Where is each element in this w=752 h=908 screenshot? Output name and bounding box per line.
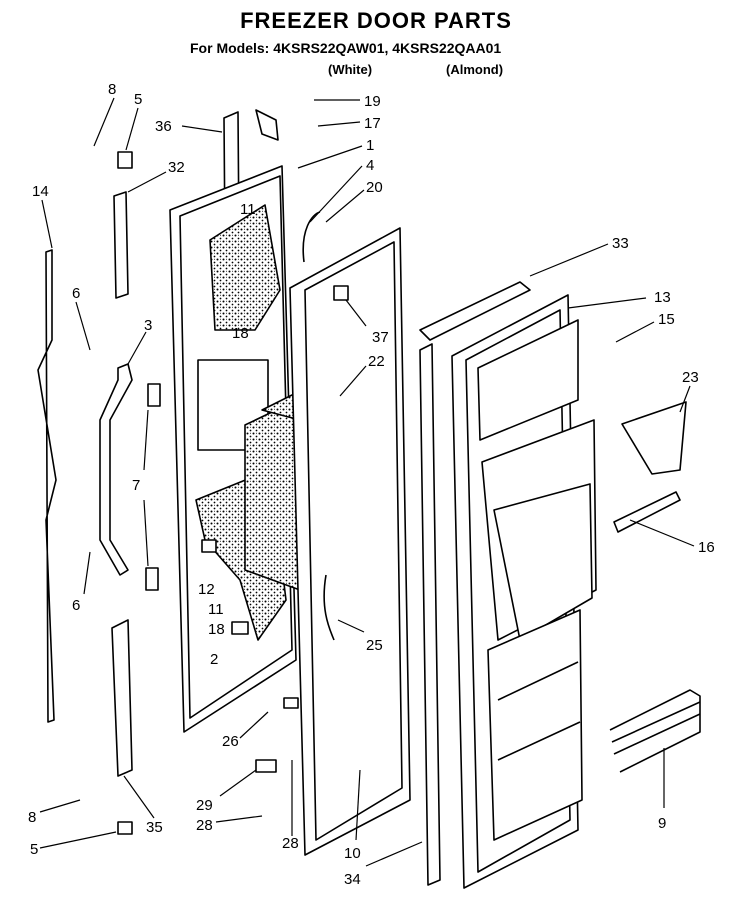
part-13-inner: [465, 309, 571, 873]
upper-shelf: [477, 319, 579, 441]
part-37-clip: [333, 285, 349, 301]
part-34-strip: [419, 343, 441, 886]
callout-37: 37: [372, 329, 389, 346]
callout-13: 13: [654, 289, 671, 306]
callout-18-top: 18: [232, 325, 249, 342]
foam-upper: [209, 204, 281, 331]
callout-20: 20: [366, 179, 383, 196]
part-33-bracket: [419, 281, 531, 341]
diagram-title: FREEZER DOOR PARTS: [240, 8, 512, 33]
part-23-chute: [621, 401, 687, 475]
lower-shelves: [487, 609, 583, 841]
callout-34: 34: [344, 871, 361, 888]
color-almond: (Almond): [446, 62, 504, 77]
callout-11-top: 11: [240, 201, 256, 218]
part-9-wire-rack: [609, 689, 701, 773]
color-white: (White): [328, 62, 373, 77]
callout-9: 9: [658, 815, 666, 832]
callout-1: 1: [366, 137, 374, 154]
dispenser-paddle: [493, 483, 593, 641]
part-16-bar: [613, 491, 681, 533]
models-line: For Models: 4KSRS22QAW01, 4KSRS22QAA01: [190, 40, 502, 56]
leader-lines: [39, 97, 695, 867]
part-32-trim: [113, 191, 129, 299]
callout-labels: 8 5 36 19 17 1 4 20 32 14 11 6 3 18 37 2…: [28, 81, 715, 888]
part-10-gasket: [289, 227, 411, 856]
callout-8-top: 8: [108, 81, 116, 98]
door-cutout: [197, 359, 269, 451]
callout-23: 23: [682, 369, 699, 386]
callout-28-left: 28: [196, 817, 213, 834]
part-12-clip: [201, 539, 217, 553]
callout-36: 36: [155, 118, 172, 135]
part-5-cap-lower: [117, 821, 133, 835]
part-10-gasket-inner: [304, 241, 403, 841]
callout-18-bottom: 18: [208, 621, 225, 638]
callout-8-bottom: 8: [28, 809, 36, 826]
part-35-trim: [111, 619, 133, 777]
callout-12: 12: [198, 581, 215, 598]
part-2-clip: [231, 621, 249, 635]
part-17-harness: [255, 109, 279, 141]
callout-2: 2: [210, 651, 218, 668]
part-14-handle: [37, 249, 57, 723]
callout-28-right: 28: [282, 835, 299, 852]
callout-14: 14: [32, 183, 49, 200]
callout-26: 26: [222, 733, 239, 750]
callout-35: 35: [146, 819, 163, 836]
part-1-inner-edge: [179, 175, 293, 719]
callout-11-bottom: 11: [208, 601, 224, 618]
callout-15: 15: [658, 311, 675, 328]
callout-6-bottom: 6: [72, 597, 80, 614]
part-7-lower: [145, 567, 159, 591]
callout-7: 7: [132, 477, 140, 494]
part-7-upper: [147, 383, 161, 407]
callout-3: 3: [144, 317, 152, 334]
callout-17: 17: [364, 115, 381, 132]
callout-22: 22: [368, 353, 385, 370]
callout-19: 19: [364, 93, 381, 110]
callout-33: 33: [612, 235, 629, 252]
part-25-tube: [323, 574, 335, 641]
part-29-hinge: [255, 759, 277, 773]
callout-10: 10: [344, 845, 361, 862]
callout-6-top: 6: [72, 285, 80, 302]
callout-5-bottom: 5: [30, 841, 38, 858]
callout-16: 16: [698, 539, 715, 556]
callout-5-top: 5: [134, 91, 142, 108]
part-26-bushing: [283, 697, 299, 709]
callout-4: 4: [366, 157, 374, 174]
part-3-handle-mount: [99, 363, 133, 576]
callout-25: 25: [366, 637, 383, 654]
callout-29: 29: [196, 797, 213, 814]
callout-32: 32: [168, 159, 185, 176]
part-5-cap-upper: [117, 151, 133, 169]
